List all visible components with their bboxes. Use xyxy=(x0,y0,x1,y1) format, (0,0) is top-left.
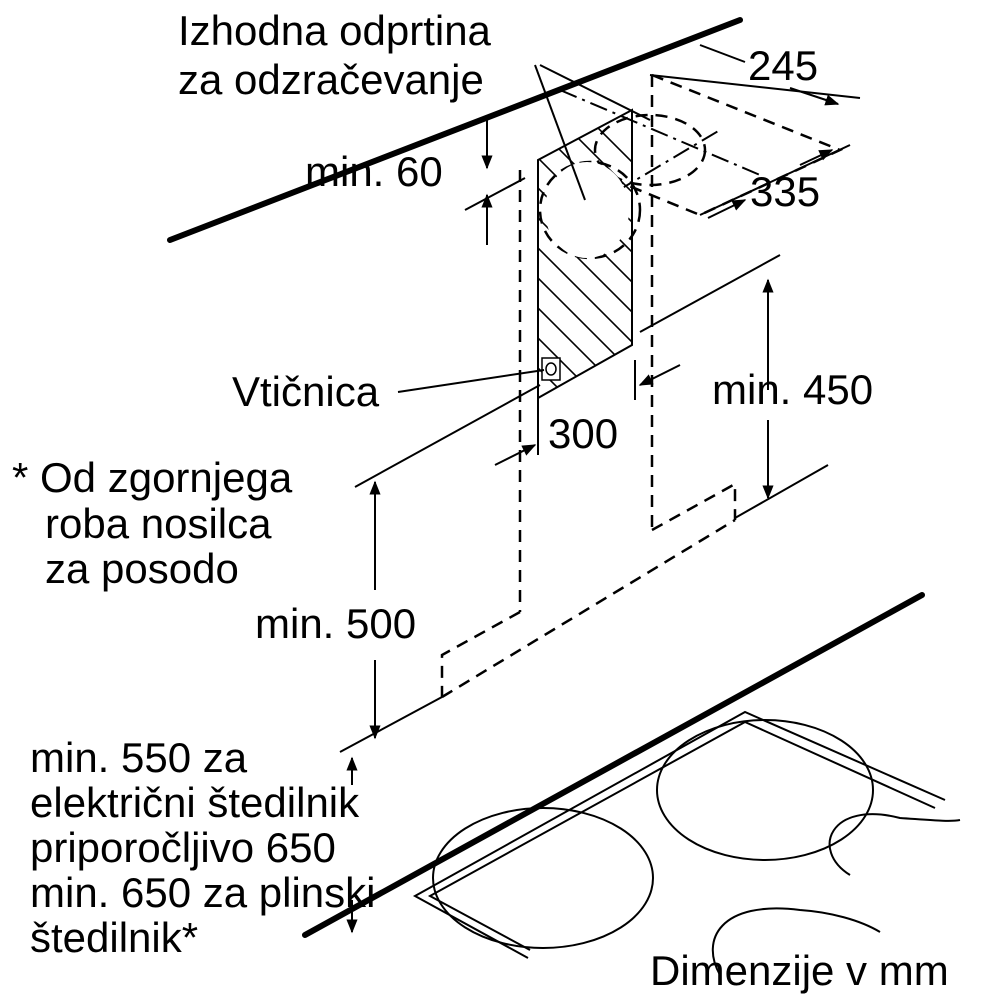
hob-distance-label: električni štedilnik xyxy=(30,779,360,826)
ceiling-line xyxy=(167,17,743,243)
socket-icon xyxy=(541,357,561,381)
socket-label: Vtičnica xyxy=(232,368,380,415)
burner-icon xyxy=(656,719,874,861)
min500-label: min. 500 xyxy=(255,600,416,647)
dimension-arrows xyxy=(346,44,840,934)
outlet-label: Izhodna odprtina xyxy=(178,7,492,54)
note-label: za posodo xyxy=(45,545,239,592)
outlet-label: za odzračevanje xyxy=(178,56,484,103)
dim300-label: 300 xyxy=(548,410,618,457)
dim245-label: 245 xyxy=(748,42,818,89)
worktop-edge-line xyxy=(302,592,925,938)
min450-label: min. 450 xyxy=(712,366,873,413)
units-label: Dimenzije v mm xyxy=(650,947,949,994)
chimney-outline xyxy=(440,73,844,699)
note-label: roba nosilca xyxy=(45,500,272,547)
cooktop xyxy=(412,710,961,976)
min60-label: min. 60 xyxy=(305,148,443,195)
burner-icon xyxy=(432,807,654,949)
dim335-label: 335 xyxy=(750,168,820,215)
hob-distance-label: priporočljivo 650 xyxy=(30,824,336,871)
hob-distance-label: štedilnik* xyxy=(30,914,198,961)
note-label: * Od zgornjega xyxy=(12,454,293,501)
hob-distance-label: min. 650 za plinski xyxy=(30,869,376,916)
hob-distance-label: min. 550 za xyxy=(30,734,248,781)
